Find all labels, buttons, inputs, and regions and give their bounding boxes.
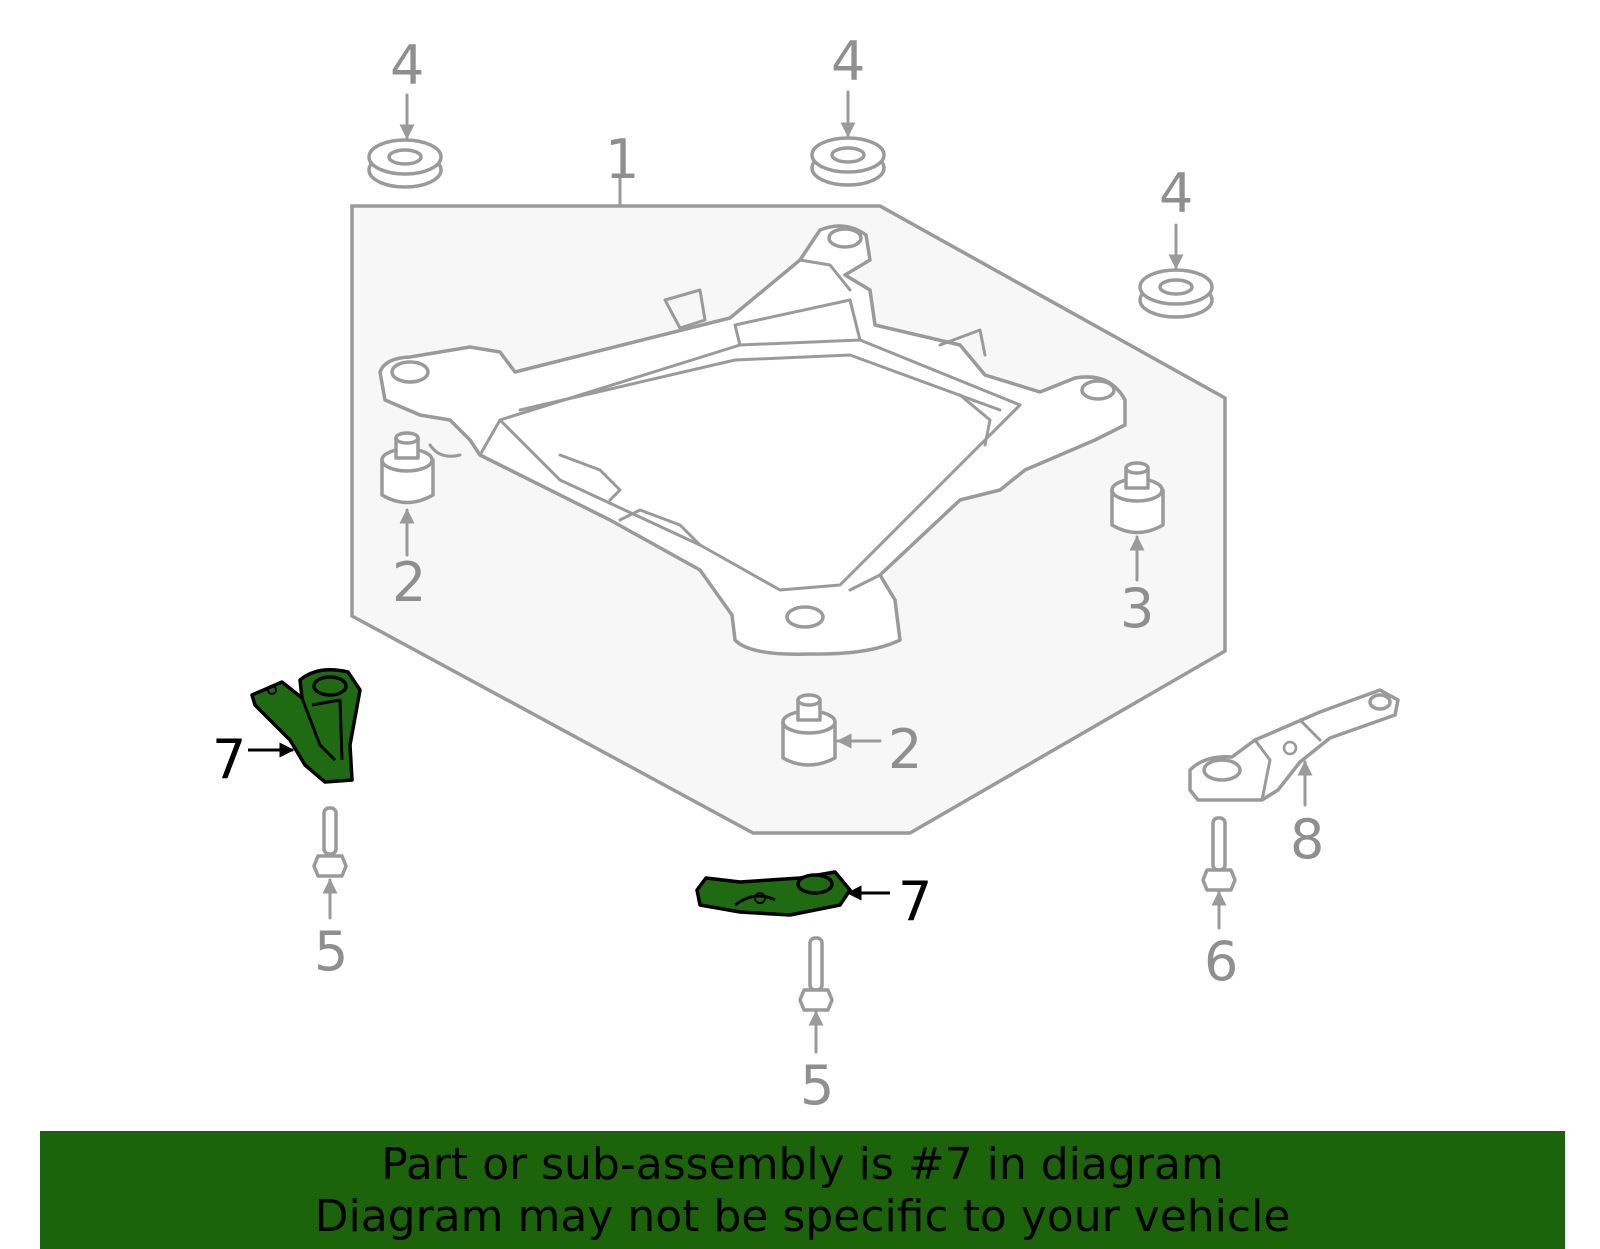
callout-7b: 7 xyxy=(898,870,932,933)
bolt-5b xyxy=(798,936,834,1012)
callout-5a: 5 xyxy=(314,920,348,983)
washer-4c xyxy=(1138,268,1214,319)
bushing-2a xyxy=(380,431,435,505)
callout-6: 6 xyxy=(1204,930,1238,993)
washer-4a xyxy=(367,138,443,189)
bushing-3 xyxy=(1110,461,1165,535)
callout-4c: 4 xyxy=(1159,162,1193,225)
bolt-5a xyxy=(312,806,348,878)
callout-4b: 4 xyxy=(831,30,865,93)
callout-4a: 4 xyxy=(390,34,424,97)
callout-2a: 2 xyxy=(392,551,426,614)
callout-5b: 5 xyxy=(800,1054,834,1117)
banner-line-1: Part or sub-assembly is #7 in diagram xyxy=(381,1139,1224,1190)
callout-7a: 7 xyxy=(212,728,246,791)
callout-1: 1 xyxy=(605,128,639,191)
banner-line-2: Diagram may not be specific to your vehi… xyxy=(314,1191,1291,1242)
bracket-7b-highlighted xyxy=(695,870,852,917)
bracket-8 xyxy=(1188,688,1400,802)
subframe-crossmember xyxy=(378,224,1127,656)
info-banner: Part or sub-assembly is #7 in diagram Di… xyxy=(40,1131,1565,1249)
washer-4b xyxy=(810,136,886,187)
bolt-6 xyxy=(1201,816,1237,892)
bushing-2b xyxy=(781,693,837,767)
callout-8: 8 xyxy=(1290,808,1324,871)
callout-2b: 2 xyxy=(888,718,922,781)
bracket-7a-highlighted xyxy=(250,668,362,784)
callout-3: 3 xyxy=(1120,577,1154,640)
